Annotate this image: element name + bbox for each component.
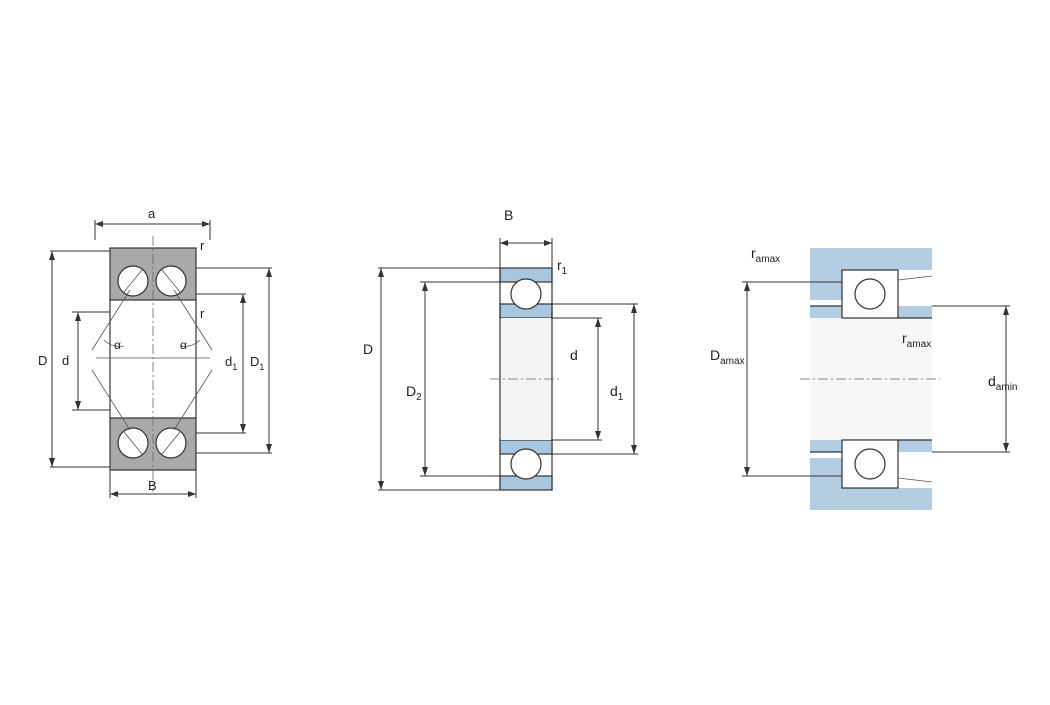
radius-r-mid-label: r (200, 306, 205, 321)
housing-top (810, 248, 932, 300)
ball-top (510, 278, 542, 310)
dim-d-label: d (62, 353, 69, 368)
radius-ramax-mid-label: ramax (902, 330, 931, 350)
dim-d1-label: d1 (610, 383, 624, 403)
dim-a-label: a (148, 206, 156, 221)
contact-angle-left-label: α (114, 338, 121, 352)
dim-B-label: B (504, 207, 513, 223)
contact-angle-right-label: α (180, 338, 187, 352)
abutment-dimension-diagram: ramax ramax Damax damin (710, 245, 1017, 510)
ball-bottom (854, 448, 886, 480)
radius-r-top-label: r (200, 238, 205, 253)
dim-damin-label: damin (988, 373, 1017, 393)
radius-ramax-top-label: ramax (751, 245, 780, 265)
dim-Damax-label: Damax (710, 347, 745, 367)
dim-D2-label: D2 (406, 383, 422, 403)
dim-d1-label: d1 (225, 354, 237, 372)
double-row-bearing-diagram: a r r α α D d d1 D1 (38, 206, 272, 498)
radius-r1-label: r1 (557, 257, 568, 277)
dim-B-label: B (148, 478, 157, 493)
ball-bottom (510, 448, 542, 480)
dim-D-label: D (38, 353, 47, 368)
dim-D1-label: D1 (250, 354, 264, 372)
dim-d-label: d (570, 347, 578, 363)
ball-top (854, 278, 886, 310)
dim-D-label: D (363, 341, 373, 357)
deep-groove-bearing-diagram: B r1 D D2 d d1 (363, 207, 638, 491)
housing-bottom (810, 458, 932, 510)
